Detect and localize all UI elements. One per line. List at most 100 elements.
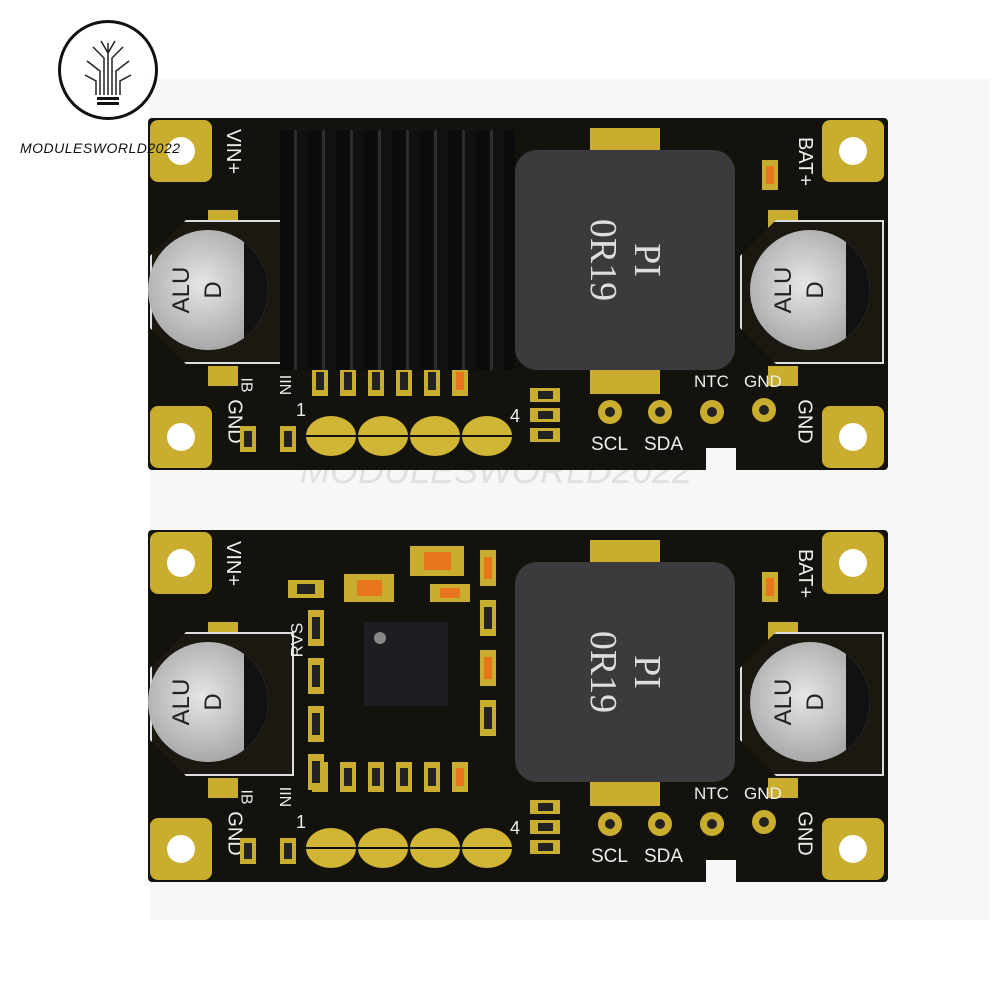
pad-scl [598,812,622,836]
capacitor-right: ALU D [750,230,870,350]
pad-gnd [752,398,776,422]
cap-label: ALU [168,266,195,314]
resistor [288,580,324,598]
resistor [396,762,412,792]
solder-pad-3 [410,828,460,868]
inductor-label: PI [626,243,668,277]
solder-pad-1 [306,416,356,456]
inductor-pad [590,540,660,564]
resistor [480,550,496,586]
inductor-pad [590,782,660,806]
pad-ntc [700,812,724,836]
cap-label: ALU [770,266,797,314]
resistor [480,600,496,636]
resistor [530,428,560,442]
label-bat: BAT+ [794,548,817,599]
resistor [240,426,256,452]
label-vin: VIN+ [222,128,245,175]
resistor [530,840,560,854]
resistor [308,610,324,646]
cap-label: ALU [770,678,797,726]
resistor [280,426,296,452]
label-sda: SDA [644,846,684,867]
cap-pad [768,366,798,386]
board-notch [706,448,736,470]
mount-pad-top-left [150,532,212,594]
solder-pad-2 [358,416,408,456]
label-pin-1: 1 [296,812,307,832]
pad-scl [598,400,622,424]
cap-label: D [200,693,227,711]
label-iin: IIN [276,786,294,808]
pad-sda [648,812,672,836]
inductor-label: PI [626,655,668,689]
resistor [452,366,468,396]
label-gnd-pad: GND [744,784,782,803]
capacitor-right: ALU D [750,642,870,762]
resistor [368,762,384,792]
pad-sda [648,400,672,424]
label-pin-1: 1 [296,400,307,420]
cap-pad [208,778,238,798]
inductor-pad [590,128,660,152]
label-pin-4: 4 [510,818,521,838]
label-scl: SCL [591,434,628,455]
resistor [530,820,560,834]
heatsink [280,130,515,370]
mount-pad-bottom-right [822,406,884,468]
inductor-pad [590,370,660,394]
cap-label: D [802,693,829,711]
inductor-label: 0R19 [582,218,624,302]
solder-pad-4 [462,416,512,456]
resistor [530,388,560,402]
label-vin: VIN+ [222,540,245,587]
capacitor-smd [344,574,394,602]
resistor [308,658,324,694]
mount-pad-top-right [822,532,884,594]
label-ntc: NTC [694,784,729,803]
resistor [452,762,468,792]
mount-pad-bottom-left [150,406,212,468]
resistor [240,838,256,864]
resistor [480,700,496,736]
brand-logo [58,20,158,120]
cap-label: ALU [168,678,195,726]
label-gnd-pad: GND [744,372,782,391]
resistor [396,366,412,396]
capacitor-smd [762,572,778,602]
mount-pad-bottom-left [150,818,212,880]
mount-pad-bottom-right [822,818,884,880]
brand-name: MODULESWORLD2022 [20,140,181,156]
label-ib: IB [237,789,255,805]
pad-gnd [752,810,776,834]
circuit-tree-icon [84,40,132,105]
cap-pad [208,366,238,386]
label-rvs: RVS [287,622,307,658]
resistor [312,366,328,396]
label-gnd-right: GND [793,811,816,856]
cap-label: D [200,281,227,299]
resistor [424,762,440,792]
cap-pad [768,778,798,798]
solder-pad-4 [462,828,512,868]
capacitor-smd [430,584,470,602]
resistor [530,408,560,422]
inductor-label: 0R19 [582,630,624,714]
label-pin-4: 4 [510,406,521,426]
label-sda: SDA [644,434,684,455]
label-iin: IIN [276,374,294,396]
label-ntc: NTC [694,372,729,391]
solder-pad-2 [358,828,408,868]
resistor [530,800,560,814]
resistor [368,366,384,396]
resistor [480,650,496,686]
mount-pad-top-left [150,120,212,182]
resistor [340,366,356,396]
solder-pad-1 [306,828,356,868]
capacitor-left: ALU D [148,642,268,762]
cap-label: D [802,281,829,299]
